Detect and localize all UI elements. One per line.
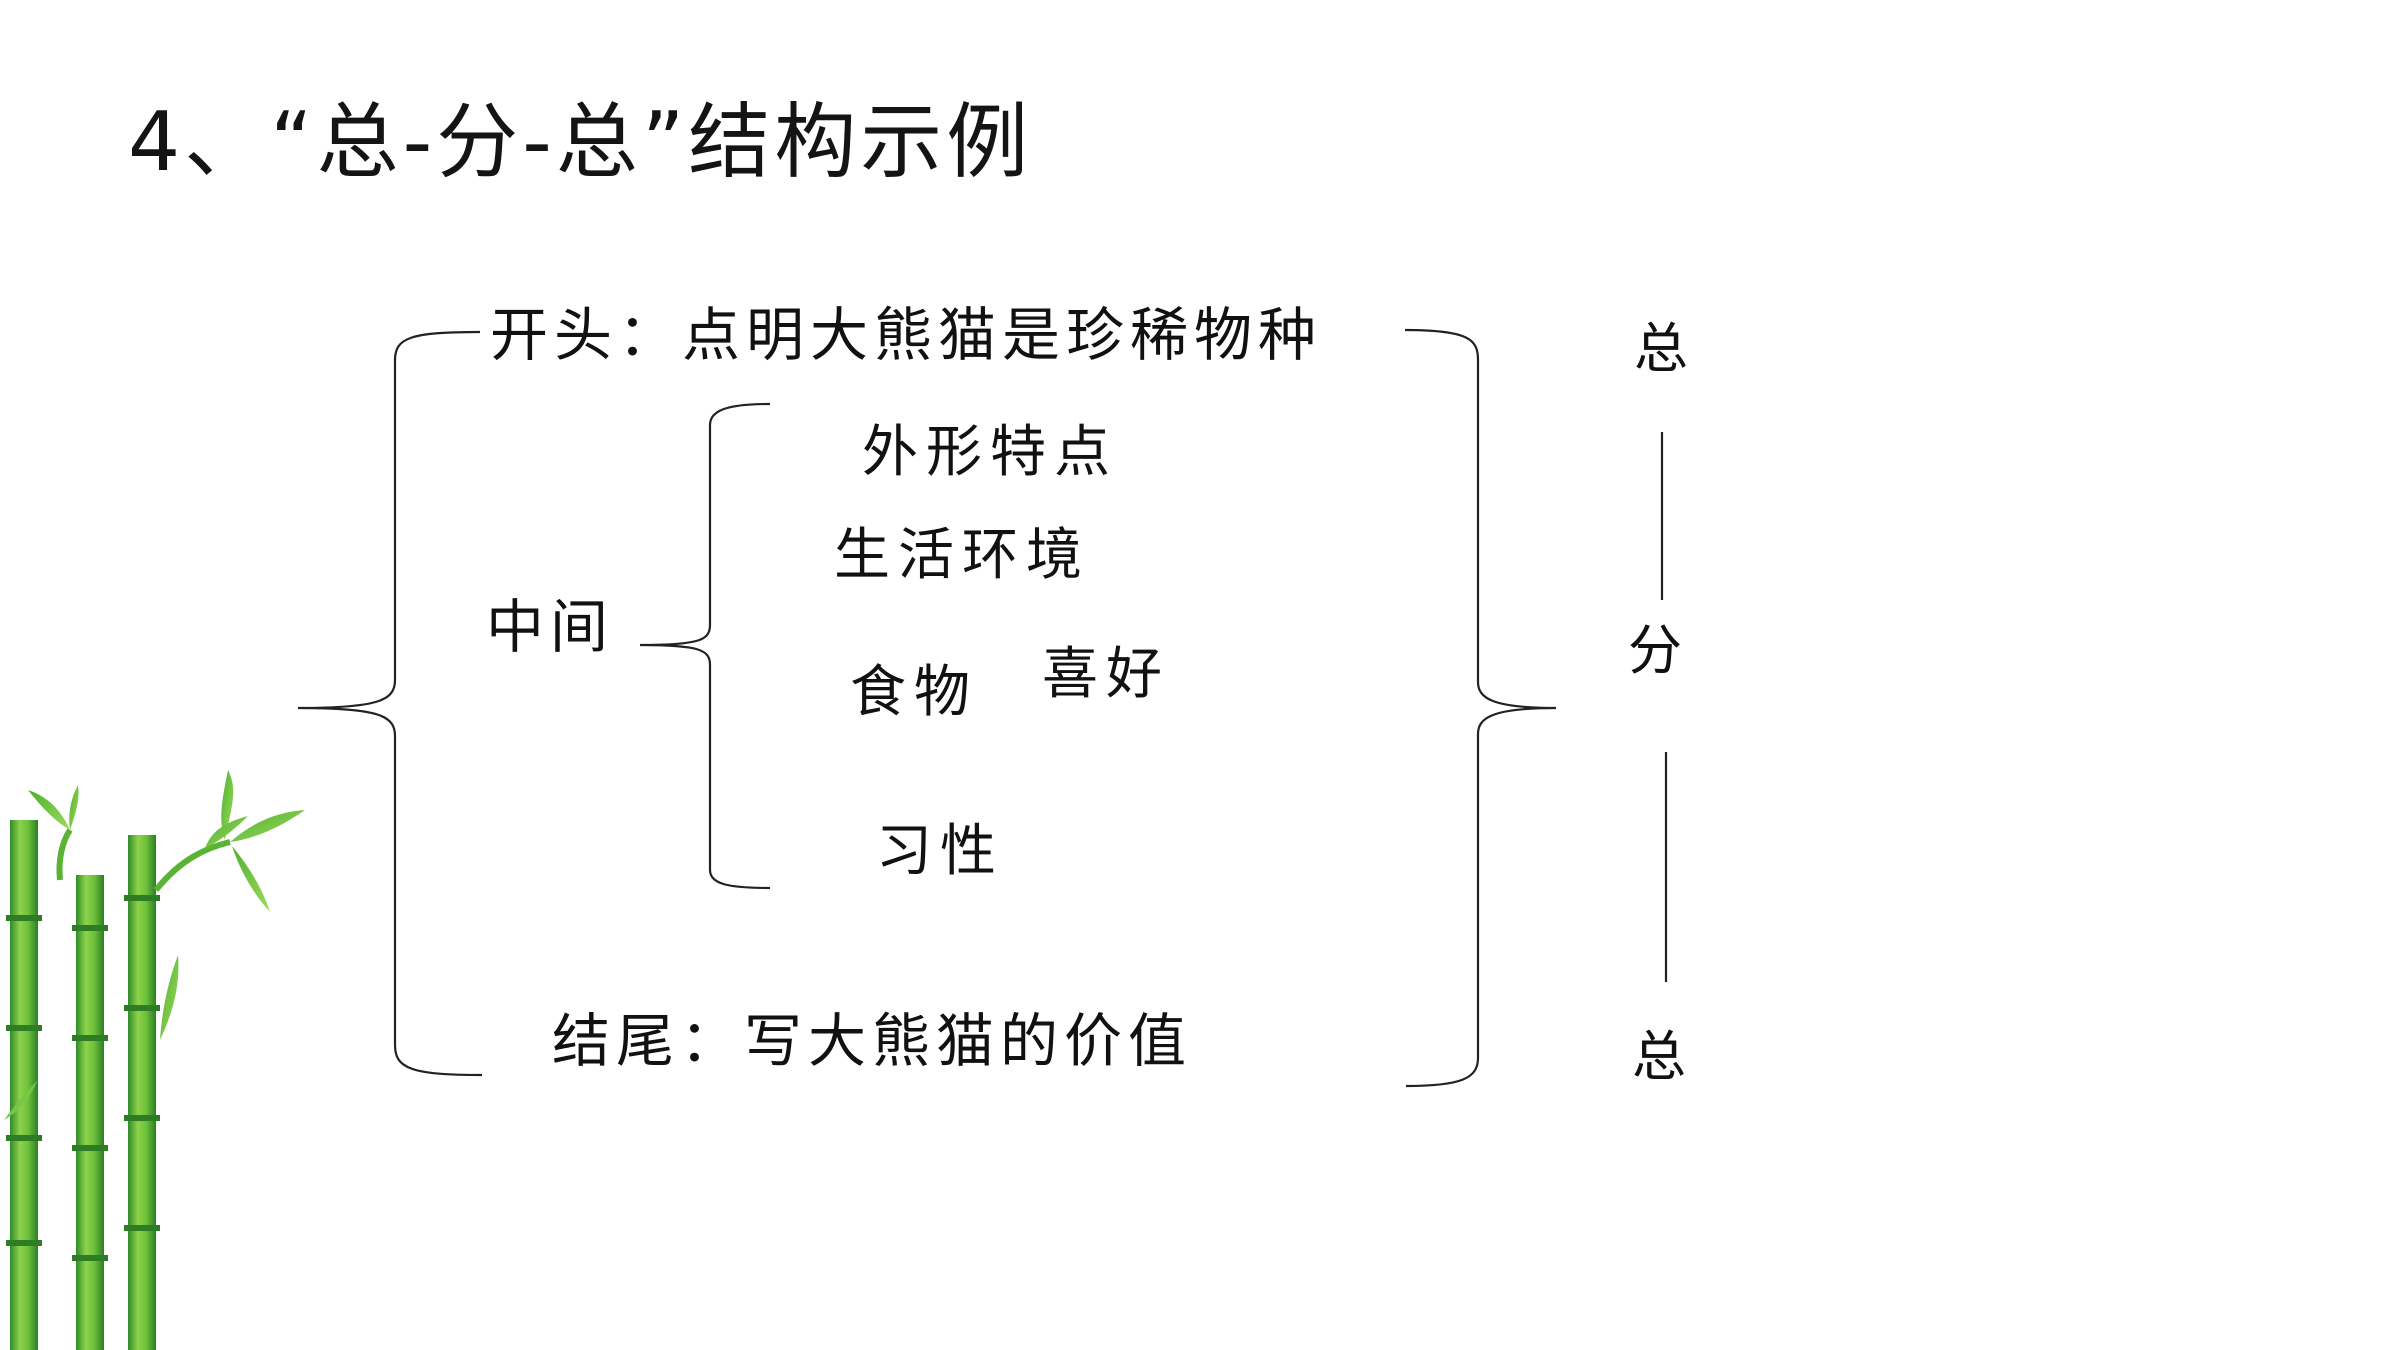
right-big-brace	[1404, 328, 1557, 1088]
middle-label: 中间	[486, 593, 615, 661]
middle-item-appearance: 外形特点	[862, 420, 1118, 485]
slide-title: 4、“总-分-总”结构示例	[128, 95, 1033, 190]
structure-parts: 分	[1628, 619, 1692, 682]
middle-brace	[639, 402, 771, 890]
opening-text: 开头：点明大熊猫是珍稀物种	[490, 301, 1323, 369]
left-big-brace	[297, 330, 483, 1077]
bamboo-leaves	[4, 770, 305, 1120]
middle-item-habitat: 生活环境	[834, 523, 1090, 588]
middle-item-preference: 喜好	[1042, 642, 1170, 707]
structure-total-bottom: 总	[1632, 1025, 1696, 1088]
ending-text: 结尾：写大熊猫的价值	[552, 1007, 1193, 1075]
middle-item-food: 食物	[850, 660, 978, 725]
middle-item-habit: 习性	[876, 819, 1004, 884]
bamboo-stalks	[6, 820, 231, 1350]
structure-total-top: 总	[1634, 317, 1698, 380]
